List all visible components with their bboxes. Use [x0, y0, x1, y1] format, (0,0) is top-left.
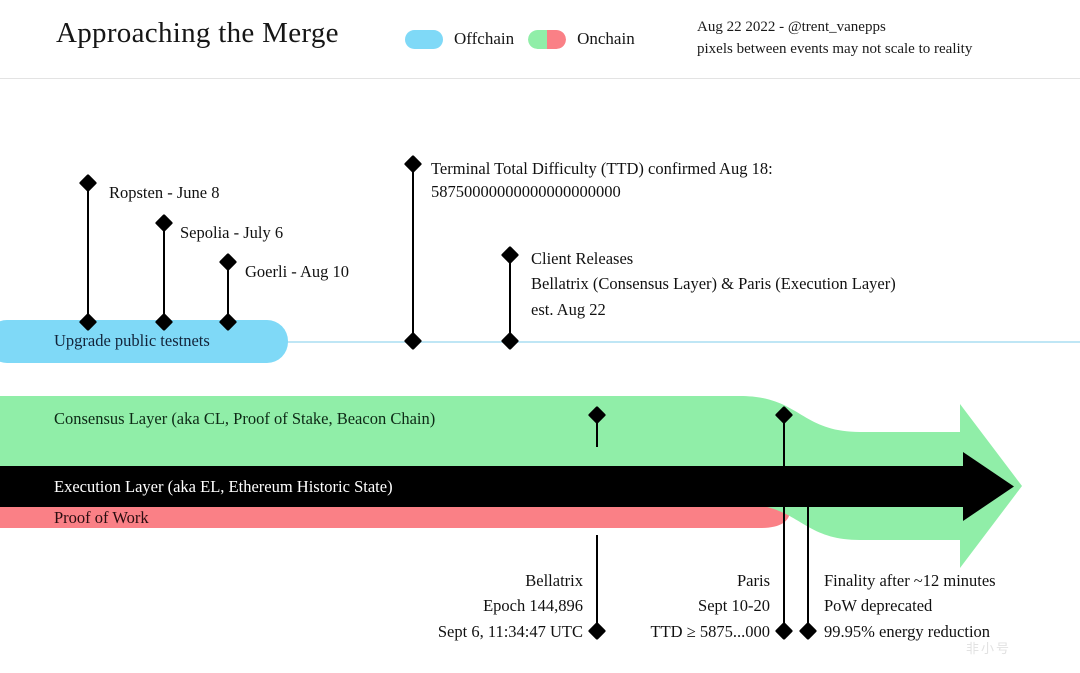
- header-divider: [0, 78, 1080, 79]
- offchain-swatch-icon: [405, 29, 443, 49]
- marker-ropsten: [78, 173, 98, 332]
- marker-paris-top-diamond: [774, 405, 794, 425]
- label-client-releases-line2: Bellatrix (Consensus Layer) & Paris (Exe…: [531, 274, 896, 293]
- marker-bellatrix-lower: [587, 535, 607, 641]
- legend: Offchain Onchain: [405, 29, 635, 49]
- onchain-swatch-green-half: [528, 29, 548, 49]
- label-ttd-line2: 58750000000000000000000: [431, 182, 621, 201]
- label-sepolia: Sepolia - July 6: [180, 223, 284, 242]
- label-finality-line1: Finality after ~12 minutes: [824, 571, 996, 590]
- upgrade-public-testnets-pill: [0, 320, 288, 363]
- marker-client-releases-bottom-diamond: [500, 331, 520, 351]
- header-meta: Aug 22 2022 - @trent_vanepps pixels betw…: [697, 16, 972, 60]
- marker-finality: [798, 505, 818, 641]
- marker-client-releases-top-diamond: [500, 245, 520, 265]
- label-bellatrix-line1: Bellatrix: [525, 571, 583, 590]
- watermark: 非小号: [966, 642, 1012, 657]
- marker-sepolia: [154, 213, 174, 332]
- meta-disclaimer: pixels between events may not scale to r…: [697, 41, 973, 58]
- marker-finality-bottom-diamond: [798, 621, 818, 641]
- label-ropsten: Ropsten - June 8: [109, 183, 220, 202]
- marker-goerli-top-diamond: [218, 252, 238, 272]
- label-paris-line1: Paris: [737, 571, 770, 590]
- meta-author-date: Aug 22 2022 - @trent_vanepps: [697, 19, 886, 35]
- onchain-swatch-red-half: [547, 29, 567, 49]
- label-bellatrix-line2: Epoch 144,896: [483, 596, 583, 615]
- marker-ttd-bottom-diamond: [403, 331, 423, 351]
- label-finality-line3: 99.95% energy reduction: [824, 622, 991, 641]
- marker-bellatrix-upper: [587, 405, 607, 447]
- consensus-layer-label: Consensus Layer (aka CL, Proof of Stake,…: [54, 409, 436, 428]
- legend-label-onchain: Onchain: [577, 29, 635, 48]
- marker-ropsten-top-diamond: [78, 173, 98, 193]
- offchain-timeline-axis: [286, 341, 1080, 343]
- execution-layer-label: Execution Layer (aka EL, Ethereum Histor…: [54, 477, 393, 496]
- label-ttd-line1: Terminal Total Difficulty (TTD) confirme…: [431, 159, 773, 178]
- marker-goerli: [218, 252, 238, 332]
- label-paris-line3: TTD ≥ 5875...000: [650, 622, 770, 641]
- page-title: Approaching the Merge: [56, 17, 339, 49]
- upgrade-public-testnets-label: Upgrade public testnets: [54, 331, 210, 350]
- label-client-releases-line1: Client Releases: [531, 249, 634, 268]
- label-finality-line2: PoW deprecated: [824, 596, 933, 615]
- label-paris-line2: Sept 10-20: [698, 596, 770, 615]
- marker-ttd-top-diamond: [403, 154, 423, 174]
- marker-paris-bottom-diamond: [774, 621, 794, 641]
- marker-client-releases: [500, 245, 520, 351]
- legend-label-offchain: Offchain: [454, 29, 515, 48]
- onchain-swatch-icon: [528, 29, 567, 49]
- proof-of-work-label: Proof of Work: [54, 508, 149, 527]
- marker-paris-upper: [774, 405, 794, 467]
- label-goerli: Goerli - Aug 10: [245, 262, 350, 281]
- legend-item-offchain: Offchain: [405, 29, 514, 49]
- label-client-releases-line3: est. Aug 22: [531, 300, 606, 319]
- legend-item-onchain: Onchain: [528, 29, 635, 49]
- marker-bellatrix-top-diamond: [587, 405, 607, 425]
- marker-paris-lower: [774, 505, 794, 641]
- marker-ttd-confirmed: [403, 154, 423, 351]
- marker-sepolia-top-diamond: [154, 213, 174, 233]
- header: Approaching the Merge Offchain Onchain A…: [0, 0, 1080, 79]
- label-bellatrix-line3: Sept 6, 11:34:47 UTC: [437, 622, 583, 641]
